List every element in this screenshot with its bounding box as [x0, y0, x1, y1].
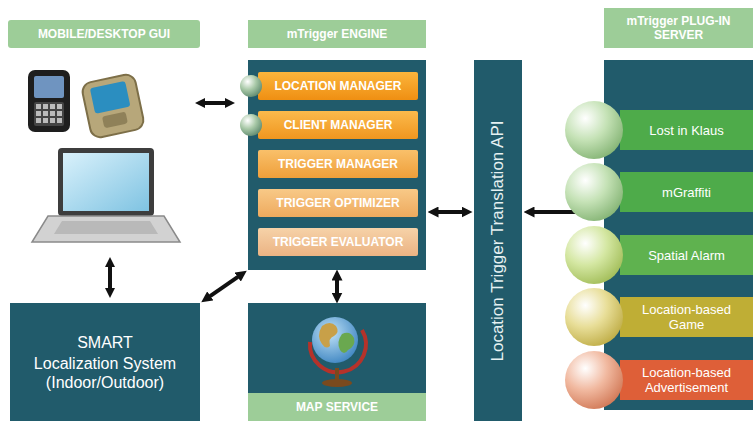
key	[43, 104, 48, 109]
label-text: Spatial Alarm	[648, 248, 725, 263]
label-text: Localization System (Indoor/Outdoor)	[16, 354, 194, 392]
key	[50, 111, 55, 116]
key	[57, 104, 62, 109]
label-text: Location-based Game	[626, 302, 747, 332]
sphere-bullet	[240, 75, 262, 97]
label-text: MAP SERVICE	[248, 393, 426, 421]
label-text: SMART	[77, 333, 133, 352]
sphere-bullet	[565, 101, 623, 159]
double-arrow	[433, 210, 467, 214]
cellphone-screen	[90, 81, 131, 114]
label-text: Location Trigger Translation API	[488, 120, 508, 361]
smartphone-body	[28, 70, 70, 132]
plugin-bar: Location-based Game	[620, 297, 753, 337]
laptop-keyboard	[54, 221, 158, 234]
sphere-bullet	[565, 351, 623, 409]
smartphone-screen	[34, 76, 64, 98]
label-text: MOBILE/DESKTOP GUI	[38, 27, 170, 41]
sphere-bullet	[240, 114, 262, 136]
plugin-bar: Spatial Alarm	[620, 235, 753, 275]
label-text: CLIENT MANAGER	[284, 118, 393, 132]
keypad-keys	[36, 104, 62, 123]
label-text: TRIGGER MANAGER	[278, 157, 398, 171]
system-box: SMART Localization System (Indoor/Outdoor…	[10, 303, 200, 421]
plugin-bar: Location-based Advertisement	[620, 360, 753, 400]
heading-band: mTrigger PLUG-IN SERVER	[604, 8, 753, 48]
double-arrow	[206, 274, 242, 299]
laptop-screen	[63, 153, 149, 211]
key	[43, 111, 48, 116]
label-text: mTrigger ENGINE	[287, 27, 388, 41]
plugin-bar: mGraffiti	[620, 172, 753, 212]
label-text: Lost in Klaus	[649, 123, 723, 138]
module-bar: TRIGGER EVALUATOR	[258, 228, 418, 256]
component-panel: mTrigger PLUG-IN SERVERLost in KlausmGra…	[604, 60, 753, 410]
module-bar: TRIGGER MANAGER	[258, 150, 418, 178]
module-bar: LOCATION MANAGER	[258, 72, 418, 100]
double-arrow	[108, 262, 112, 293]
sphere-bullet	[565, 226, 623, 284]
key	[43, 118, 48, 123]
globe-base	[322, 379, 352, 387]
api-band: Location Trigger Translation API	[474, 60, 522, 421]
label-text: mGraffiti	[662, 185, 711, 200]
component-panel: mTrigger ENGINELOCATION MANAGERCLIENT MA…	[248, 60, 426, 270]
smartphone-keypad	[34, 102, 64, 126]
sphere-bullet	[565, 163, 623, 221]
sphere-bullet	[565, 288, 623, 346]
key	[57, 118, 62, 123]
key	[36, 111, 41, 116]
globe-post	[335, 368, 339, 380]
label-text: TRIGGER OPTIMIZER	[276, 196, 399, 210]
plugin-bar: Lost in Klaus	[620, 110, 753, 150]
laptop-base	[32, 216, 180, 242]
double-arrow	[335, 275, 339, 298]
globe-sphere	[312, 317, 358, 363]
laptop-lid	[58, 148, 154, 216]
module-bar: CLIENT MANAGER	[258, 111, 418, 139]
cellphone-body	[81, 73, 145, 139]
heading-band: mTrigger ENGINE	[248, 20, 426, 48]
key	[36, 118, 41, 123]
key	[50, 104, 55, 109]
label-text: Location-based Advertisement	[626, 365, 747, 395]
key	[57, 111, 62, 116]
label-text: mTrigger PLUG-IN SERVER	[609, 14, 748, 42]
module-bar: TRIGGER OPTIMIZER	[258, 189, 418, 217]
double-arrow	[200, 101, 230, 105]
key	[50, 118, 55, 123]
label-text: TRIGGER EVALUATOR	[273, 235, 404, 249]
label-text: LOCATION MANAGER	[274, 79, 401, 93]
title-band: MOBILE/DESKTOP GUI	[8, 20, 200, 48]
cellphone-keys	[102, 112, 128, 129]
globe-continent	[338, 333, 354, 353]
globe-continent	[319, 323, 338, 348]
key	[36, 104, 41, 109]
